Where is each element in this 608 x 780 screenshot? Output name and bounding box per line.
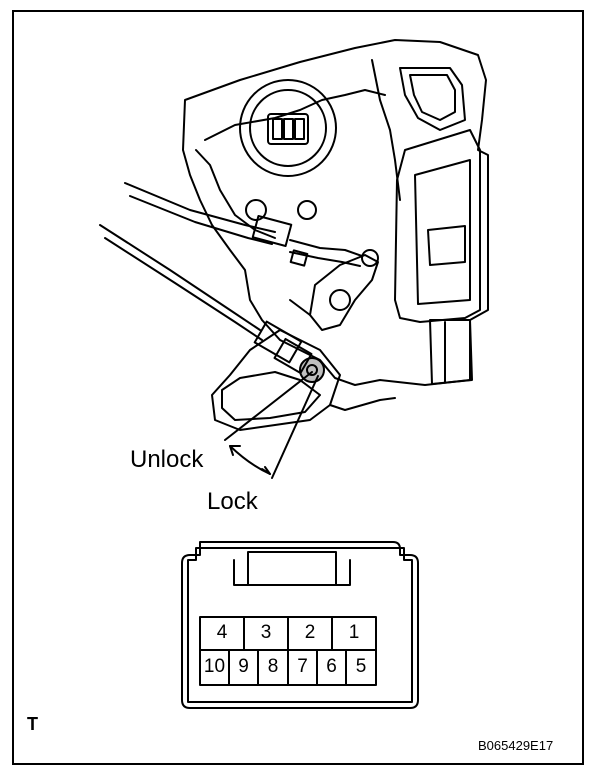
pivot-pin [361,249,379,267]
figure-code: B065429E17 [478,738,554,753]
pin-1: 1 [348,622,360,643]
rotation-indicator [224,371,319,479]
pin-5: 5 [355,656,367,677]
corner-mark: T [27,714,38,734]
unlock-label: Unlock [130,446,204,473]
connector-face [181,541,419,709]
lock-label: Lock [207,488,258,515]
pin-8: 8 [267,656,279,677]
pin-2: 2 [304,622,316,643]
mount-boss-1 [297,200,317,220]
lock-lever [289,254,379,331]
motor-socket [239,79,337,177]
door-lock-assembly [182,39,489,386]
mount-boss-2 [245,199,267,221]
pin-6: 6 [326,656,337,677]
pin-3: 3 [260,622,272,643]
control-cables [99,182,363,375]
pin-4: 4 [216,622,228,643]
pin-7: 7 [297,656,308,677]
pin-10: 10 [203,656,226,677]
figure-frame [12,10,584,765]
lock-cam [211,329,396,431]
pin-9: 9 [238,656,249,677]
